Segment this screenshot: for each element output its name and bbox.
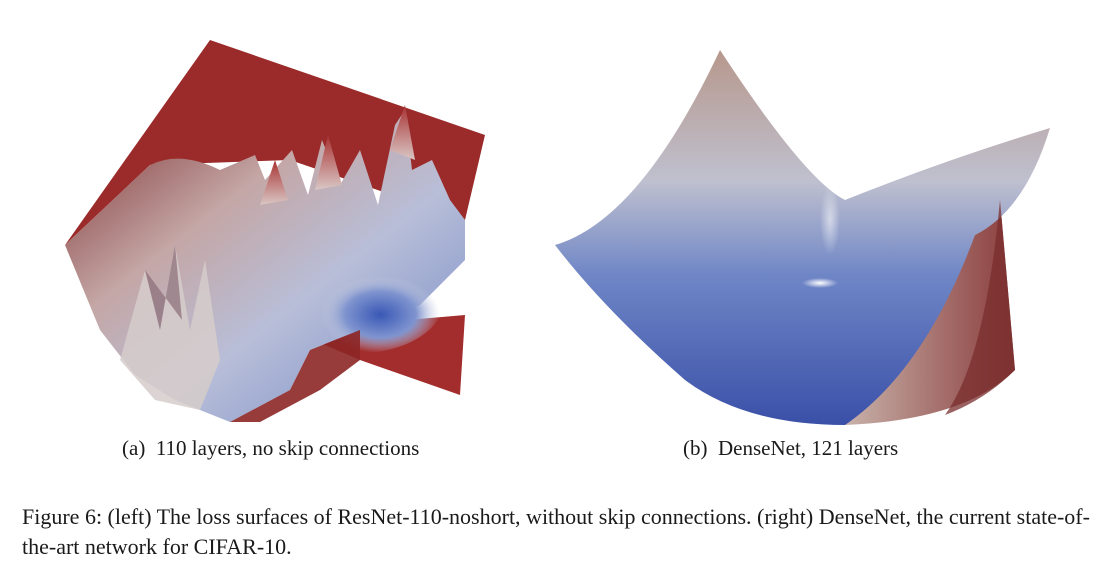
subcaption-a-text: 110 layers, no skip connections xyxy=(155,436,420,460)
peak-1 xyxy=(390,105,415,160)
surface-highlight-spot xyxy=(802,278,838,288)
subcaption-a: (a) 110 layers, no skip connections xyxy=(122,436,419,461)
peak-2 xyxy=(315,135,342,190)
surface-highlight-streak xyxy=(820,185,840,255)
subcaption-b-tag: (b) xyxy=(683,436,708,460)
surface-edge-right xyxy=(945,200,1015,415)
loss-surface-densenet xyxy=(545,40,1065,430)
surface-plot-a xyxy=(65,40,485,422)
subcaption-a-tag: (a) xyxy=(122,436,146,460)
plateau-back xyxy=(65,40,485,245)
figure-caption: Figure 6: (left) The loss surfaces of Re… xyxy=(22,504,1090,559)
subcaption-b-text: DenseNet, 121 layers xyxy=(718,436,899,460)
ridge-left xyxy=(120,245,220,410)
surface-plot-b xyxy=(555,50,1050,425)
surface-body-b xyxy=(555,50,1050,425)
loss-surface-resnet-noshort xyxy=(60,30,530,425)
ridge-left-shadow xyxy=(145,245,182,330)
subcaption-b: (b) DenseNet, 121 layers xyxy=(683,436,898,461)
peak-3 xyxy=(260,160,288,205)
surface-basin-a xyxy=(275,243,445,353)
plateau-front xyxy=(230,330,360,422)
